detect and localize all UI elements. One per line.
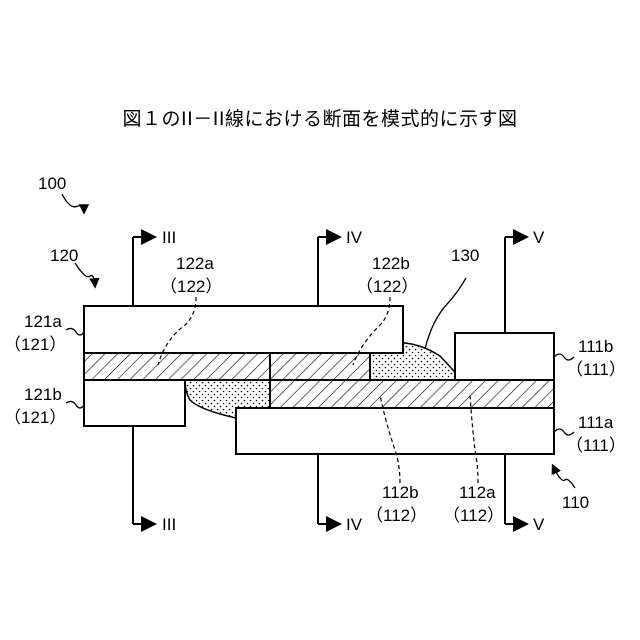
label-112a-paren: （112） [443,506,504,525]
layer-112a [270,380,554,408]
leader-100-arrow [62,194,84,212]
section-label-v-bottom: V [533,515,545,534]
section-label-v-top: V [533,228,545,247]
label-121a-paren: （121） [4,335,66,354]
leader-120-arrow [75,263,95,286]
label-122b: 122b [372,254,410,273]
label-122a: 122a [176,254,214,273]
layer-121b [84,380,185,426]
label-121b-paren: （121） [4,408,66,427]
label-121b: 121b [24,385,62,404]
label-112a: 112a [459,483,496,502]
label-122a-paren: （122） [160,277,222,296]
layer-122a [84,353,270,380]
layer-111a [236,408,554,454]
section-label-iii-bottom: III [162,515,176,534]
label-112b: 112b [382,483,419,502]
label-111b-paren: （111） [566,360,626,379]
section-label-iv-top: IV [346,228,363,247]
label-111b: 111b [578,337,613,356]
label-121a: 121a [24,312,62,331]
label-111a-paren: （111） [566,436,626,455]
section-label-iii-top: III [162,228,176,247]
label-100: 100 [38,174,66,193]
leader-121a [66,328,84,335]
layer-121a [84,306,403,353]
label-122b-paren: （122） [356,277,418,296]
layer-122b [270,353,370,380]
label-110: 110 [562,493,589,512]
label-130: 130 [451,246,479,265]
leader-110-arrow [553,466,575,488]
leader-111a [554,429,574,435]
label-111a: 111a [578,413,614,432]
section-label-iv-bottom: IV [346,515,363,534]
label-120: 120 [50,246,78,265]
leader-121b [66,401,84,408]
layer-111b [455,333,554,380]
label-112b-paren: （112） [366,506,427,525]
